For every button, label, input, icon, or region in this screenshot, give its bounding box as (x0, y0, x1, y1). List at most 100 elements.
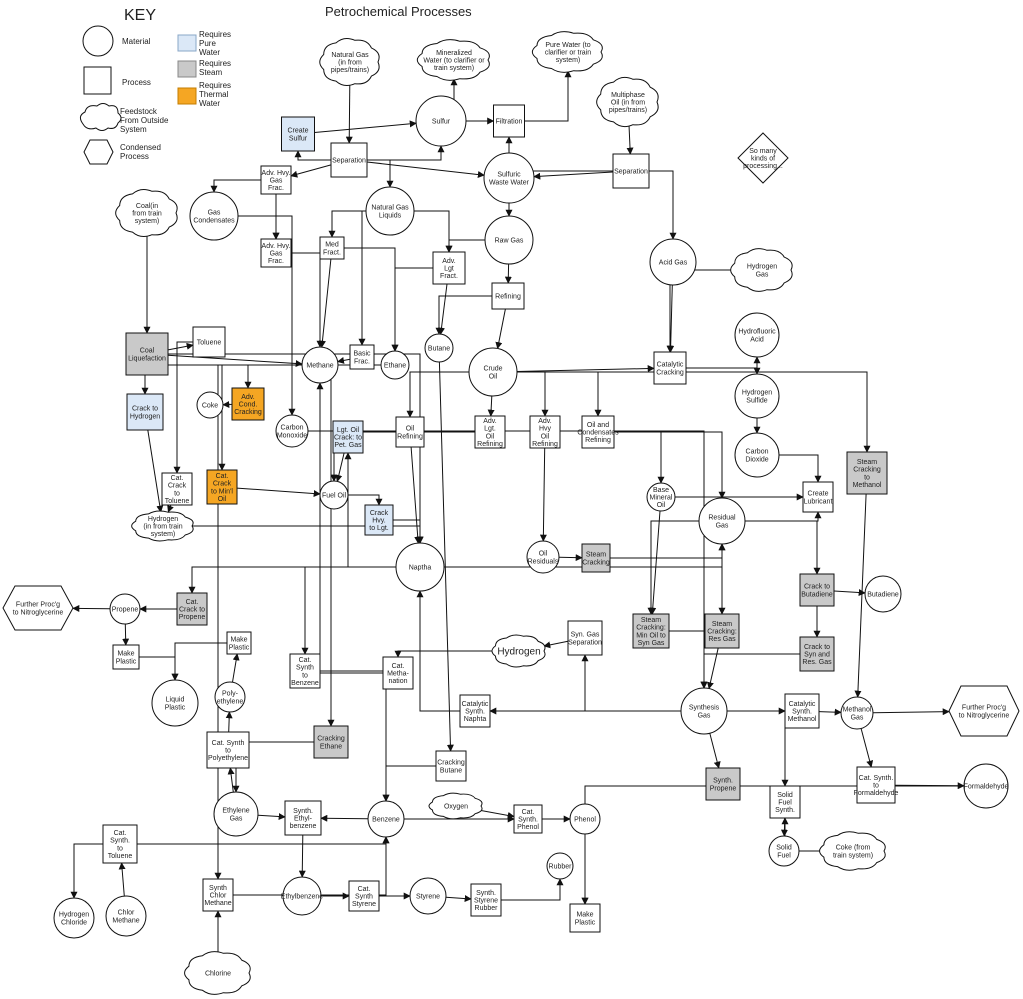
flow-arrow (147, 429, 164, 513)
flow-arrow (394, 650, 494, 658)
flow-arrow (517, 371, 871, 453)
flow-arrow (833, 589, 866, 597)
node-separation-2: Separation (612, 153, 650, 189)
flow-arrow (238, 215, 280, 240)
flow-arrow (308, 430, 708, 689)
flow-arrow (171, 642, 227, 681)
diagram-title: Petrochemical Processes (325, 4, 472, 19)
flow-arrow (141, 364, 302, 395)
flow-arrow (524, 70, 572, 122)
flow-arrow (238, 215, 296, 416)
flow-arrow (480, 810, 515, 819)
node-butadiene: Butadiene (864, 575, 902, 613)
node-label: Chlorine (205, 970, 231, 977)
node-label: Adv.Cond.Cracking (234, 394, 262, 416)
flow-arrow (745, 520, 821, 575)
node-hydrogen-2: Hydrogen (491, 634, 546, 668)
node-label: Refining (495, 293, 521, 300)
flow-arrow (301, 566, 396, 655)
node-cat-methanation: Cat.Metha-nation (382, 656, 414, 690)
flow-arrow (517, 371, 602, 417)
node-label: Toluene (197, 339, 222, 346)
node-label: Ethylbenzene (281, 893, 324, 900)
flow-arrow (298, 834, 306, 878)
flow-arrow (167, 354, 303, 367)
node-chlorine: Chlorine (184, 951, 251, 995)
flow-arrow (860, 728, 874, 768)
flow-arrow (290, 164, 332, 178)
node-label: Poly-ethylene (217, 691, 244, 706)
node-label: Styrene (416, 893, 440, 900)
flow-arrow (227, 767, 235, 793)
flow-arrow (533, 171, 614, 180)
node-fuel-oil: Fuel Oil (319, 480, 349, 510)
legend-feedstock-symbol (79, 103, 122, 131)
flow-arrow (344, 452, 396, 568)
flow-arrow (327, 364, 381, 727)
flow-arrow (308, 430, 338, 482)
legend-process-symbol (83, 66, 112, 95)
flow-arrow (188, 566, 396, 594)
flow-arrow (335, 452, 345, 483)
flow-arrow (218, 364, 302, 471)
node-refining: Refining (491, 282, 525, 310)
flow-arrow (445, 239, 485, 253)
flow-arrow (122, 623, 130, 646)
flow-arrow (345, 83, 353, 144)
flow-arrow (244, 364, 302, 389)
node-label: Ethane (384, 362, 406, 369)
flow-arrow (700, 653, 800, 689)
